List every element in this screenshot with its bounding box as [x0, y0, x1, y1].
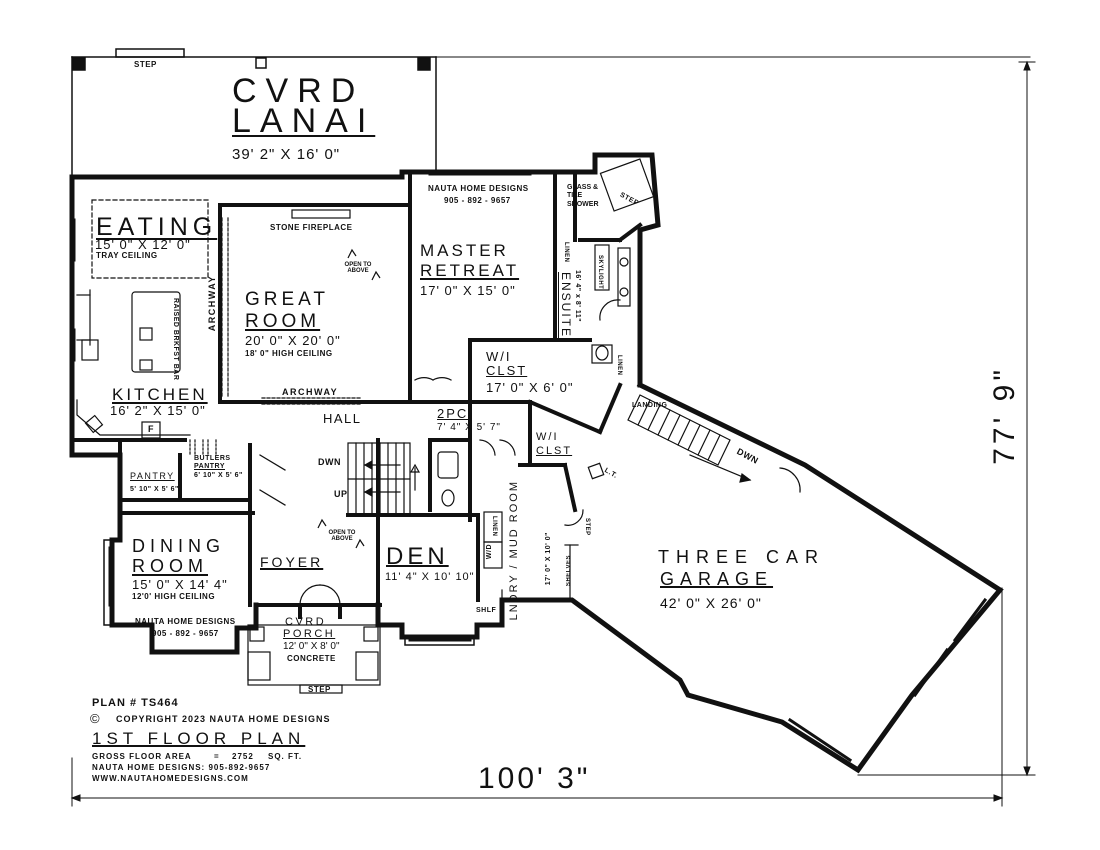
master-title-line1: MASTER: [420, 241, 509, 260]
porch-title-line1: CVRD: [285, 616, 327, 628]
master-credit-phone: 905 - 892 - 9657: [444, 196, 511, 205]
master-title-line2: RETREAT: [420, 261, 520, 280]
lanai-title-line2: LANAI: [232, 102, 376, 140]
copyright-text: COPYRIGHT 2023 NAUTA HOME DESIGNS: [116, 714, 331, 724]
company-phone: NAUTA HOME DESIGNS: 905-892-9657: [92, 763, 271, 772]
fireplace-label: STONE FIREPLACE: [270, 223, 353, 232]
den-title: DEN: [386, 543, 449, 570]
great-room-dimensions: 20' 0" X 20' 0": [245, 333, 341, 348]
laundry-linen-label: LINEN: [491, 516, 497, 537]
hall-label: HALL: [323, 411, 362, 426]
shelf-label: SHLF: [476, 607, 497, 614]
laundry-mudroom-title: LNDRY / MUD ROOM: [508, 480, 520, 621]
archway-bottom-label: ARCHWAY: [282, 387, 339, 397]
great-room-title-line1: GREAT: [245, 289, 330, 310]
pantry-title: PANTRY: [130, 471, 175, 481]
kitchen-dimensions: 16' 2" X 15' 0": [110, 403, 206, 418]
porch-dimensions: 12' 0" X 8' 0": [283, 641, 340, 652]
eating-ceiling-note: TRAY CEILING: [96, 251, 158, 260]
copyright-icon: ©: [90, 711, 100, 726]
master-closet-line1: W/I: [486, 349, 512, 364]
dimension-lines: [70, 56, 1036, 807]
master-dimensions: 17' 0" X 15' 0": [420, 283, 516, 298]
ensuite-linen-label: LINEN: [563, 242, 569, 263]
great-room-ceiling-note: 18' 0" HIGH CEILING: [245, 349, 333, 358]
butlers-pantry-line1: BUTLERS: [194, 455, 231, 462]
eating-dimensions: 15' 0" X 12' 0": [95, 237, 191, 252]
gross-area-equals: =: [214, 752, 219, 761]
main-stair-up-label: UP: [334, 489, 348, 499]
porch-step-label: STEP: [308, 685, 331, 694]
porch-surface-note: CONCRETE: [287, 654, 336, 663]
lanai-step-label: STEP: [134, 60, 157, 69]
porch-title-line2: PORCH: [283, 628, 336, 640]
great-room-open-above: OPEN TO ABOVE: [344, 262, 372, 274]
mudroom-step-label: STEP: [584, 518, 590, 536]
foyer-title: FOYER: [260, 554, 324, 570]
overall-width-dimension: 100' 3": [472, 764, 597, 794]
landing-label: LANDING: [632, 402, 668, 409]
ensuite-title: ENSUITE: [559, 272, 573, 339]
master-closet-line2: CLST: [486, 363, 528, 378]
garage-dimensions: 42' 0" X 26' 0": [660, 595, 762, 611]
two-piece-dimensions: 7' 4" X 5' 7": [437, 422, 501, 433]
lanai-title-line1: CVRD: [232, 72, 365, 110]
pantry-dimensions: 5' 10" X 5' 6": [130, 486, 179, 493]
plan-number: PLAN # TS464: [92, 697, 179, 709]
lanai-dimensions: 39' 2" X 16' 0": [232, 146, 341, 163]
dining-title-line2: ROOM: [132, 556, 208, 576]
plan-title: 1ST FLOOR PLAN: [92, 729, 306, 748]
breakfast-bar-label: RAISED BRKFST BAR: [172, 298, 179, 381]
dining-credit-phone: 905 - 892 - 9657: [152, 629, 219, 638]
company-website: WWW.NAUTAHOMEDESIGNS.COM: [92, 774, 249, 783]
master-credit-name: NAUTA HOME DESIGNS: [428, 184, 529, 193]
detail-lines: [72, 153, 988, 763]
shower-label: GLASS & TILE SHOWER: [567, 184, 599, 208]
shelves-label: SHELVES: [566, 555, 572, 587]
overall-depth-dimension: 77' 9": [988, 360, 1021, 471]
butlers-pantry-line2: PANTRY: [194, 463, 225, 470]
great-room-title-line2: ROOM: [245, 311, 321, 332]
exterior-walls: [69, 152, 1004, 774]
skylight-label: SKYLIGHT: [597, 255, 603, 290]
master-linen-label: LINEN: [616, 355, 622, 376]
den-dimensions: 11' 4" X 10' 10": [385, 571, 475, 583]
gross-area-unit: SQ. FT.: [268, 752, 303, 761]
two-piece-title: 2PC: [437, 406, 469, 421]
washer-dryer-label: W/D: [486, 544, 493, 560]
butlers-pantry-dimensions: 6' 10" X 5' 6": [194, 472, 243, 479]
gross-area-label: GROSS FLOOR AREA: [92, 752, 192, 761]
bay-outlines: [103, 539, 475, 646]
laundry-dimensions: 17' 0" X 10' 0": [545, 532, 552, 586]
dining-credit-name: NAUTA HOME DESIGNS: [135, 617, 236, 626]
dining-title-line1: DINING: [132, 536, 225, 556]
archway-left-label: ARCHWAY: [207, 275, 217, 332]
dining-dimensions: 15' 0" X 14' 4": [132, 577, 228, 592]
ensuite-dimensions: 16' 4" x 8' 11": [574, 270, 581, 323]
garage-title-line2: GARAGE: [660, 569, 774, 589]
kitchen-title: KITCHEN: [112, 385, 208, 404]
walkin-closet-line1: W/I: [536, 431, 559, 443]
lanai-outline: [71, 48, 437, 178]
main-stair-down-label: DWN: [318, 457, 341, 467]
master-closet-dimensions: 17' 0" X 6' 0": [486, 380, 574, 395]
dining-ceiling-note: 12'0' HIGH CEILING: [132, 592, 216, 601]
walkin-closet-line2: CLST: [536, 445, 573, 457]
garage-title-line1: THREE CAR: [658, 547, 826, 567]
gross-area-value: 2752: [232, 752, 254, 761]
eating-room-title: EATING: [96, 213, 218, 241]
fridge-label: F: [148, 424, 154, 434]
foyer-open-above: OPEN TO ABOVE: [328, 530, 356, 542]
